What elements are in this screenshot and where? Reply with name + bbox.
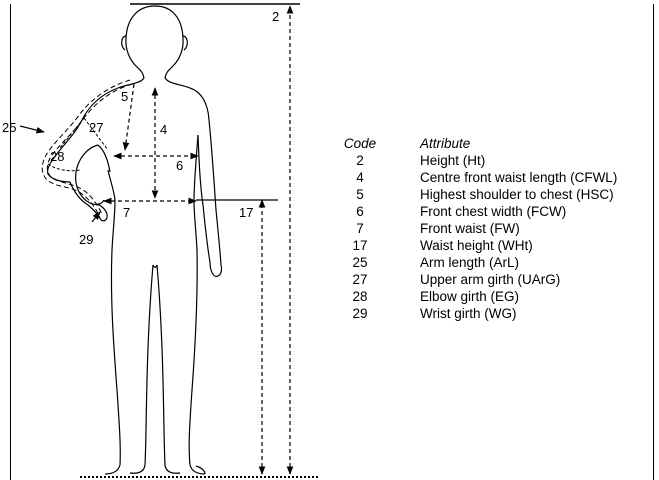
- label-28: 28: [50, 149, 64, 164]
- label-27: 27: [89, 120, 103, 135]
- legend-code: 7: [340, 220, 402, 237]
- legend-code: 27: [340, 271, 402, 288]
- label-7: 7: [123, 205, 130, 220]
- head-left-outline: [126, 6, 155, 78]
- legend-attribute: Elbow girth (EG): [402, 288, 519, 305]
- legend-code: 5: [340, 186, 402, 203]
- legend-header: Code Attribute: [340, 135, 617, 152]
- label-25: 25: [2, 120, 16, 135]
- body-silhouette: [48, 6, 222, 474]
- legend-header-code: Code: [340, 135, 402, 152]
- legend-attribute: Arm length (ArL): [402, 254, 519, 271]
- label-29: 29: [79, 232, 93, 247]
- legend-header-attribute: Attribute: [402, 135, 470, 152]
- legend-code: 25: [340, 254, 402, 271]
- legend-code: 29: [340, 305, 402, 322]
- legend-code: 2: [340, 152, 402, 169]
- legend-attribute: Front chest width (FCW): [402, 203, 566, 220]
- label-5: 5: [121, 89, 128, 104]
- legend-attribute: Wrist girth (WG): [402, 305, 517, 322]
- legend-code: 17: [340, 237, 402, 254]
- label-17: 17: [239, 205, 253, 220]
- head-right-outline: [155, 6, 183, 78]
- elbow-girth-line: [48, 164, 80, 171]
- legend-attribute: Height (Ht): [402, 152, 485, 169]
- legend-attribute: Waist height (WHt): [402, 237, 533, 254]
- arm-length-pointer: [20, 126, 44, 132]
- label-2: 2: [272, 9, 279, 24]
- label-4: 4: [160, 122, 167, 137]
- legend-attribute: Centre front waist length (CFWL): [402, 169, 617, 186]
- legend-attribute: Front waist (FW): [402, 220, 520, 237]
- legend-attribute: Upper arm girth (UArG): [402, 271, 560, 288]
- label-6: 6: [176, 158, 183, 173]
- legend-attribute: Highest shoulder to chest (HSC): [402, 186, 614, 203]
- legend-code: 28: [340, 288, 402, 305]
- legend-code: 4: [340, 169, 402, 186]
- legend-code: 6: [340, 203, 402, 220]
